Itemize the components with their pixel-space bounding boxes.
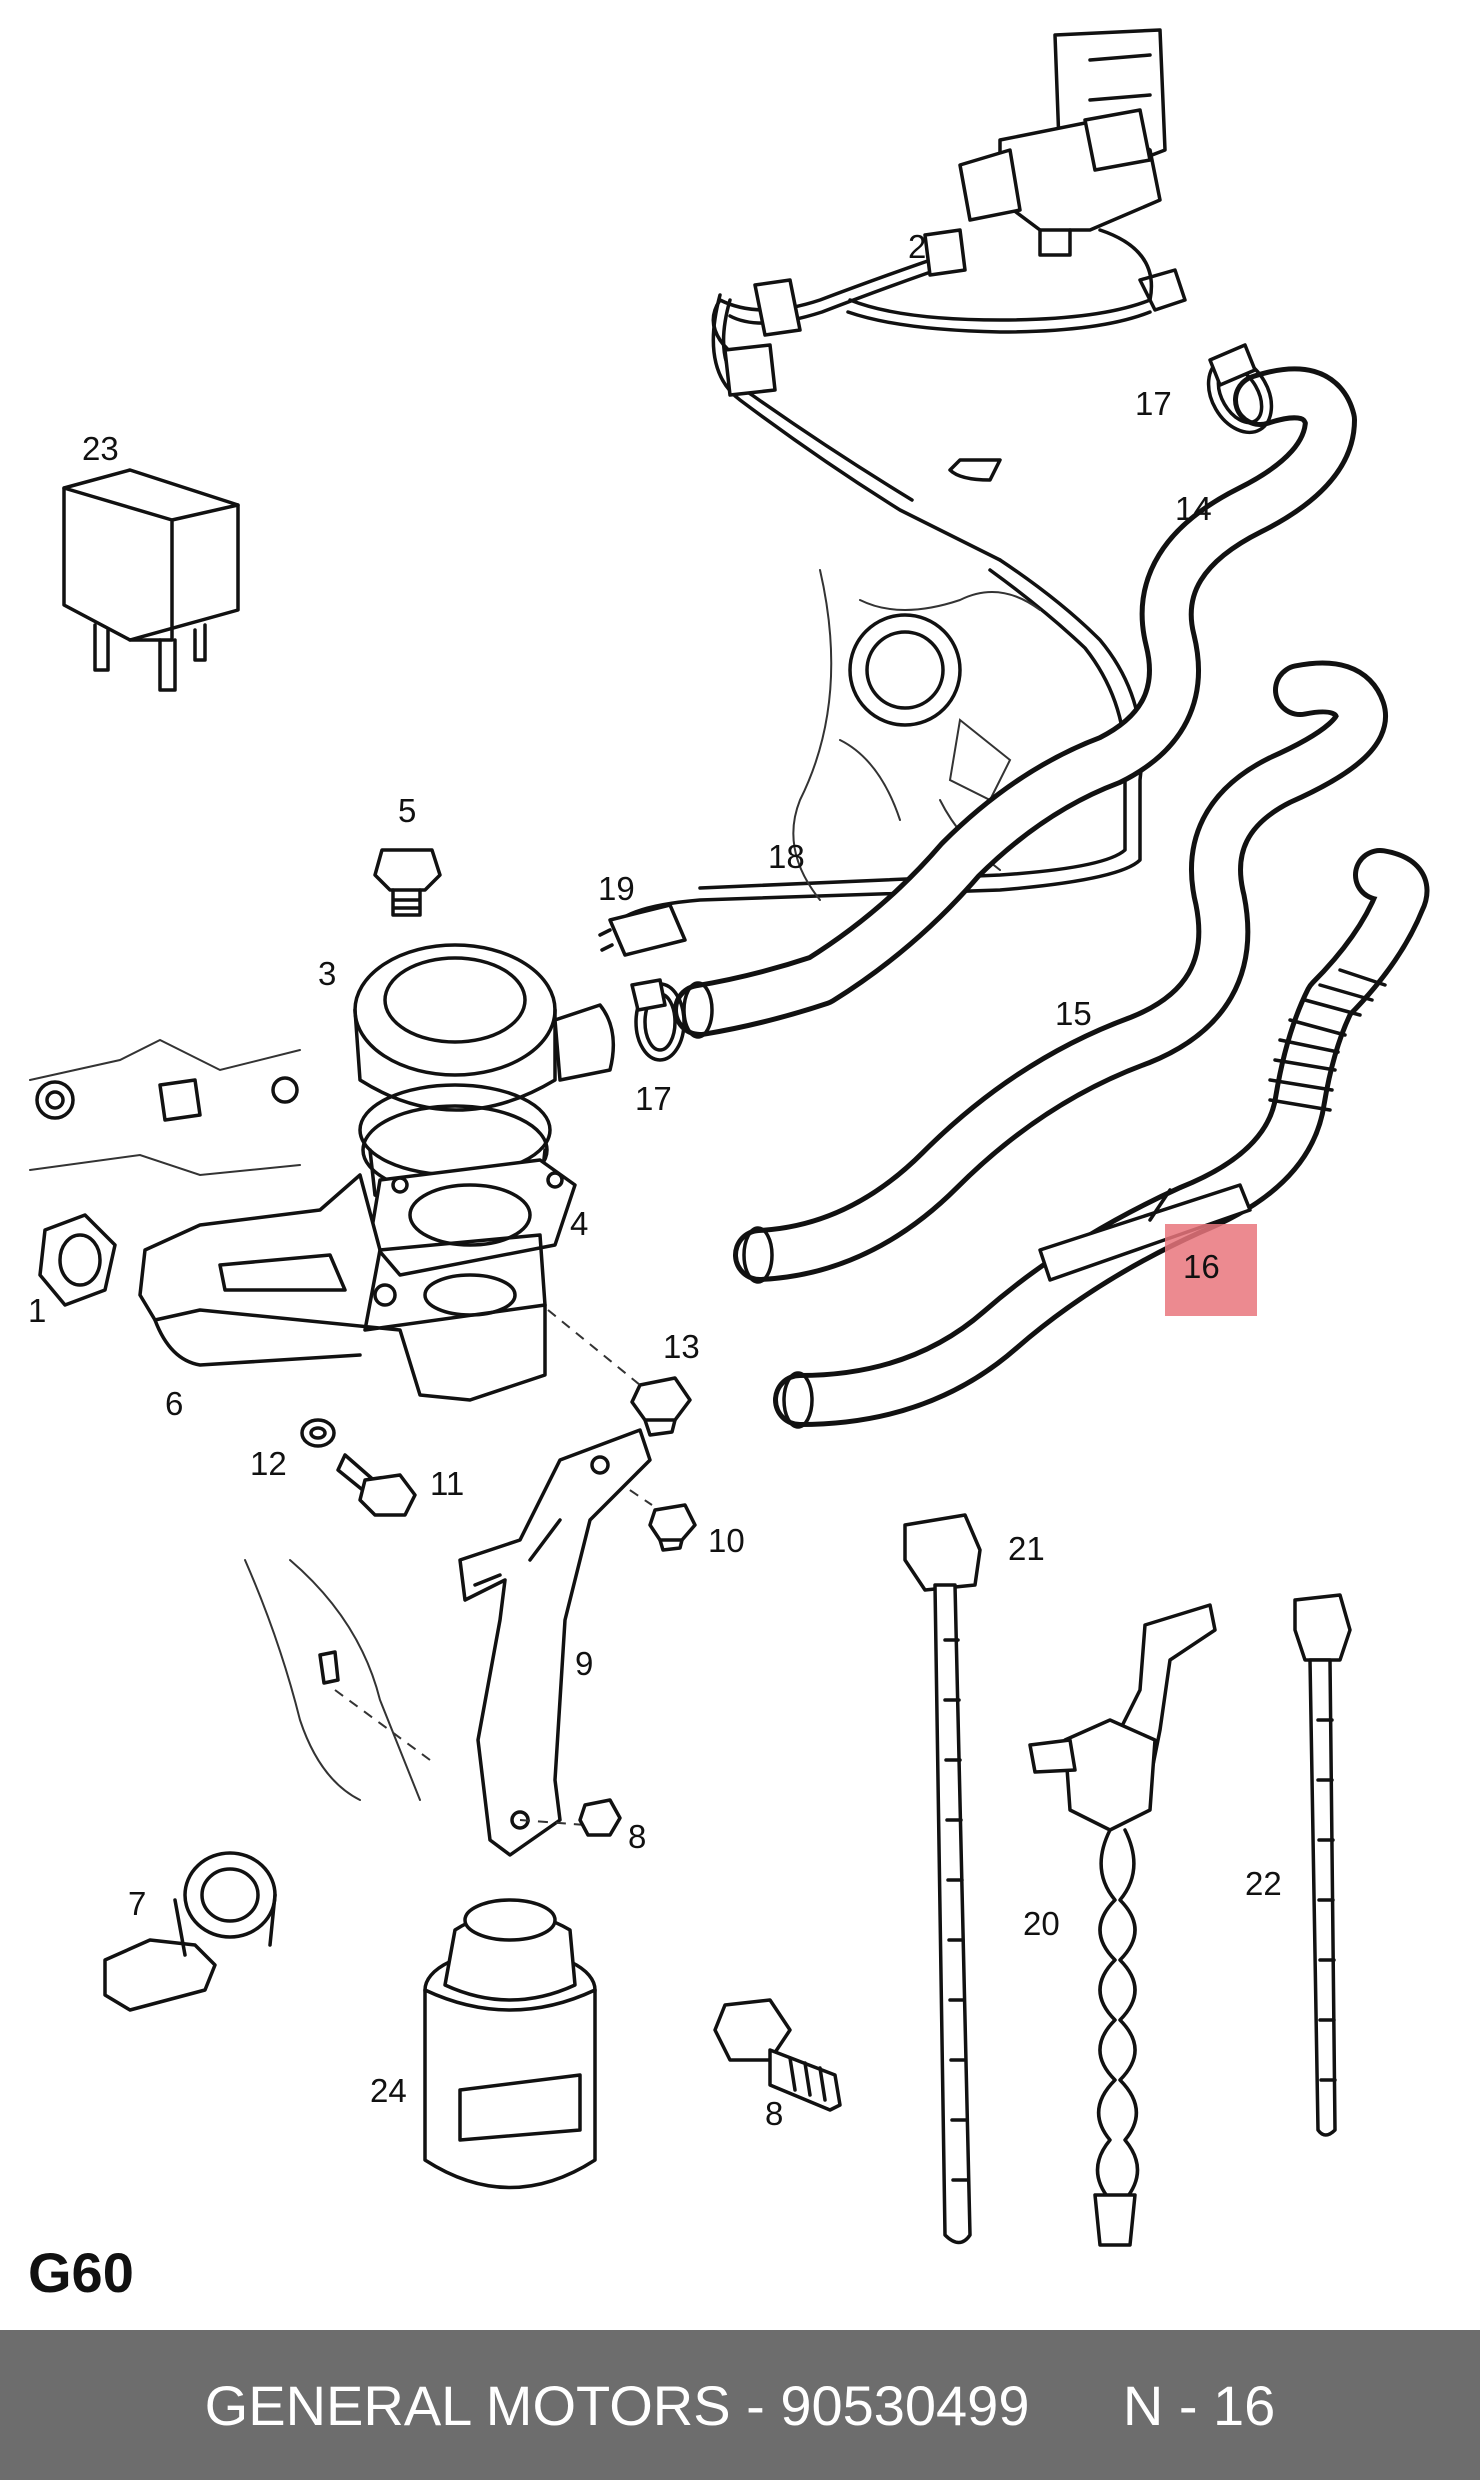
footer-spacer — [1029, 2373, 1122, 2438]
cable-tie-part-21 — [903, 1513, 982, 2245]
grommet-part-1 — [38, 1213, 117, 1307]
cable-tie-part-22 — [1293, 1593, 1352, 2137]
bolt-part-11 — [336, 1453, 417, 1517]
footer-position-label: N - 16 — [1122, 2373, 1276, 2437]
callout-6: 6 — [165, 1385, 183, 1422]
callout-labels: 1 2 3 4 5 6 7 8 8 9 10 11 12 13 14 15 16… — [28, 228, 1282, 2132]
callout-18: 18 — [768, 838, 805, 875]
valve-assembly — [958, 28, 1187, 312]
bolt-part-10 — [648, 1503, 697, 1552]
connector-part-19 — [598, 903, 687, 957]
relay-part-23 — [62, 468, 240, 692]
footer-separator: - — [730, 2373, 781, 2437]
callout-7: 7 — [128, 1885, 146, 1922]
harness-clip-part-20 — [1028, 1603, 1217, 2247]
callout-13: 13 — [663, 1328, 700, 1365]
diagram-code: G60 — [28, 2241, 134, 2304]
hose-part-16 — [773, 848, 1430, 1429]
bolt-part-13 — [630, 1376, 692, 1437]
fluid-container-part-24 — [423, 1898, 597, 2190]
callout-11: 11 — [430, 1465, 464, 1502]
engine-block-sketch-lower — [244, 1559, 431, 1801]
callout-8-lower: 8 — [765, 2095, 783, 2132]
callout-1: 1 — [28, 1292, 46, 1329]
parts-diagram: 1 2 3 4 5 6 7 8 8 9 10 11 12 13 14 15 16… — [28, 28, 1430, 2247]
hose-part-15 — [733, 660, 1388, 1284]
callout-22: 22 — [1245, 1865, 1282, 1902]
wiring-harness — [618, 228, 1152, 922]
bolt-part-8-small — [578, 1798, 622, 1837]
callout-14: 14 — [1175, 490, 1212, 527]
callout-3: 3 — [318, 955, 336, 992]
washer-part-12 — [300, 1418, 336, 1448]
callout-24: 24 — [370, 2072, 407, 2109]
bolt-part-5 — [373, 848, 442, 917]
bolt-part-8 — [713, 1998, 842, 2112]
callout-12: 12 — [250, 1445, 287, 1482]
callout-20: 20 — [1023, 1905, 1060, 1942]
hose-clamp-part-17-top — [1206, 343, 1274, 435]
callout-2: 2 — [908, 228, 926, 265]
callout-19: 19 — [598, 870, 635, 907]
footer-part-number: 90530499 — [780, 2373, 1030, 2437]
callout-10: 10 — [708, 1522, 745, 1559]
footer-brand: GENERAL MOTORS — [204, 2373, 731, 2437]
callout-5: 5 — [398, 792, 416, 829]
bracket-part-6 — [138, 1173, 547, 1402]
callout-17-lower: 17 — [635, 1080, 672, 1117]
callout-16: 16 — [1183, 1248, 1220, 1285]
callout-15: 15 — [1055, 995, 1092, 1032]
callout-23: 23 — [82, 430, 119, 467]
gasket-part-4 — [368, 1158, 577, 1277]
hose-clamp-part-17-lower — [630, 978, 686, 1062]
callout-4: 4 — [570, 1205, 588, 1242]
clip-part-7 — [103, 1851, 277, 2012]
bracket-part-9 — [458, 1428, 652, 1857]
highlight-box-16 — [1165, 1224, 1257, 1316]
callout-17-top: 17 — [1135, 385, 1172, 422]
callout-9: 9 — [575, 1645, 593, 1682]
engine-block-sketch-left — [29, 1038, 301, 1177]
callout-8-upper: 8 — [628, 1818, 646, 1855]
footer-bar: GENERAL MOTORS - 90530499 N - 16 — [0, 2330, 1480, 2480]
callout-21: 21 — [1008, 1530, 1045, 1567]
